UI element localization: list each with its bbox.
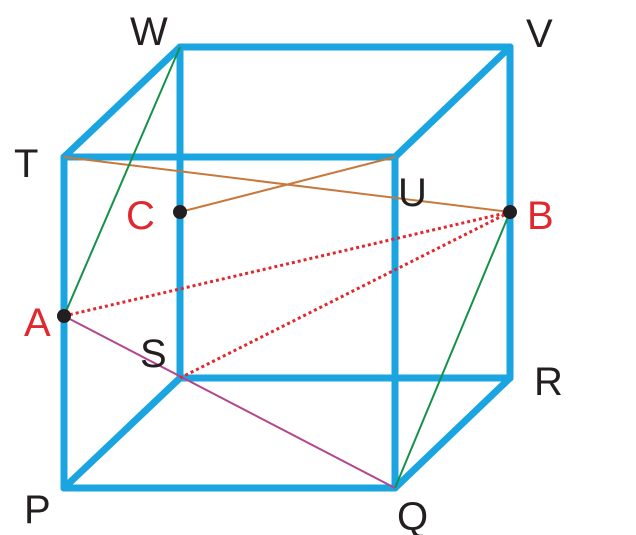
dotted-segment-AB <box>63 210 511 318</box>
vertex-label-P: P <box>24 488 51 532</box>
segment-BQ <box>394 211 511 489</box>
vertex-label-Q: Q <box>397 495 428 535</box>
dotted-segment-SB <box>179 210 511 380</box>
point-label-B: B <box>527 194 554 238</box>
vertex-label-V: V <box>526 12 553 56</box>
vertex-label-R: R <box>534 360 563 404</box>
vertex-label-U: U <box>398 171 427 215</box>
vertex-label-S: S <box>140 332 167 376</box>
segment-CU <box>179 156 396 213</box>
point-A-dot <box>57 309 71 323</box>
vertex-label-W: W <box>130 10 168 54</box>
edge-UV <box>391 43 514 161</box>
edge-PS <box>60 374 184 492</box>
point-label-C: C <box>126 194 155 238</box>
point-label-A: A <box>24 301 51 345</box>
segment-WA <box>63 46 181 317</box>
vertex-label-T: T <box>14 142 38 186</box>
segment-AQ <box>63 315 396 489</box>
point-B-dot <box>503 205 517 219</box>
point-C-dot <box>173 205 187 219</box>
edge-QR <box>391 374 514 492</box>
edge-TW <box>60 43 184 161</box>
